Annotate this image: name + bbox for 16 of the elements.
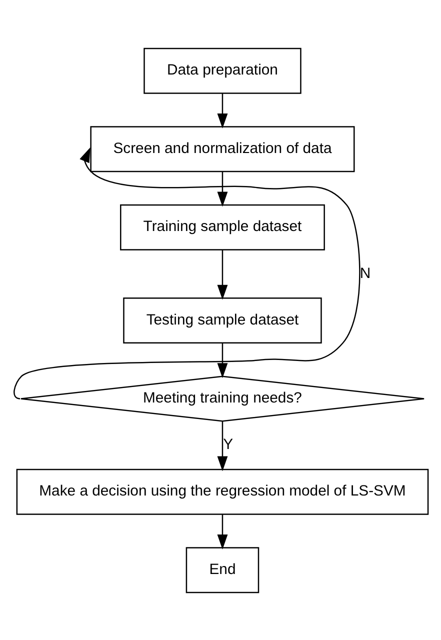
node-box: End xyxy=(185,546,259,593)
arrow xyxy=(216,420,228,471)
node-diamond: Meeting training needs? xyxy=(20,375,424,422)
node-box: Training sample dataset xyxy=(120,204,324,250)
arrow xyxy=(216,171,228,206)
node-box: Testing sample dataset xyxy=(122,297,322,343)
arrow xyxy=(216,342,228,378)
node-box: Make a decision using the regression model of LS-SVM xyxy=(16,468,428,514)
arrow xyxy=(216,93,228,128)
arrow xyxy=(216,250,228,300)
node-box: Screen and normalization of data xyxy=(90,126,354,172)
node-box: Data preparation xyxy=(143,47,301,94)
edge-label: N xyxy=(359,265,370,282)
edge-label: Y xyxy=(222,436,233,453)
arrow xyxy=(216,514,228,549)
arrow xyxy=(13,146,360,399)
